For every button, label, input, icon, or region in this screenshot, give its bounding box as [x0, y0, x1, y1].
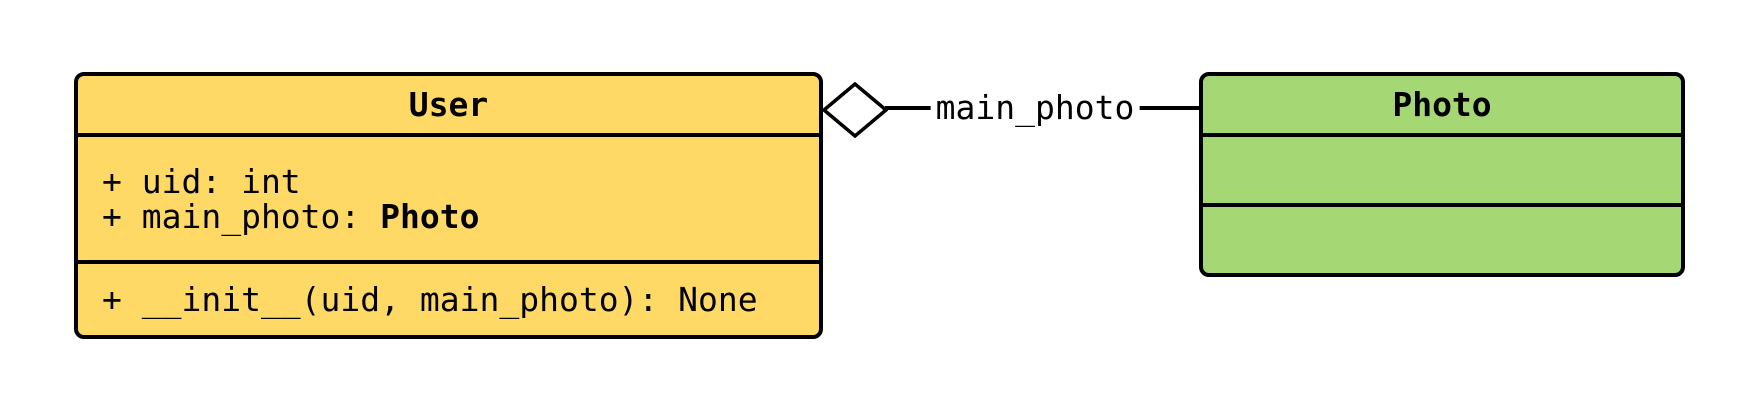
class-title-photo: Photo: [1392, 85, 1492, 124]
attribute-row: + uid: int: [102, 164, 795, 199]
class-header-user: User: [78, 76, 819, 137]
attribute-text: + uid: int: [102, 161, 301, 201]
attributes-compartment-user: + uid: int + main_photo: Photo: [78, 137, 819, 264]
attribute-text: + main_photo:: [102, 196, 381, 236]
methods-compartment-user: + __init__(uid, main_photo): None: [78, 264, 819, 335]
method-text: + __init__(uid, main_photo): None: [102, 280, 758, 319]
attribute-type-bold: Photo: [380, 196, 480, 236]
class-box-photo: Photo: [1199, 72, 1685, 277]
relationship-label: main_photo: [930, 90, 1140, 126]
attributes-compartment-photo: [1203, 137, 1681, 207]
class-title-user: User: [408, 85, 489, 124]
attribute-row: + main_photo: Photo: [102, 199, 795, 234]
methods-compartment-photo: [1203, 207, 1681, 273]
class-box-user: User + uid: int + main_photo: Photo + __…: [74, 72, 823, 339]
aggregation-diamond-icon: [822, 82, 888, 138]
method-row: + __init__(uid, main_photo): None: [102, 282, 795, 317]
class-header-photo: Photo: [1203, 76, 1681, 137]
